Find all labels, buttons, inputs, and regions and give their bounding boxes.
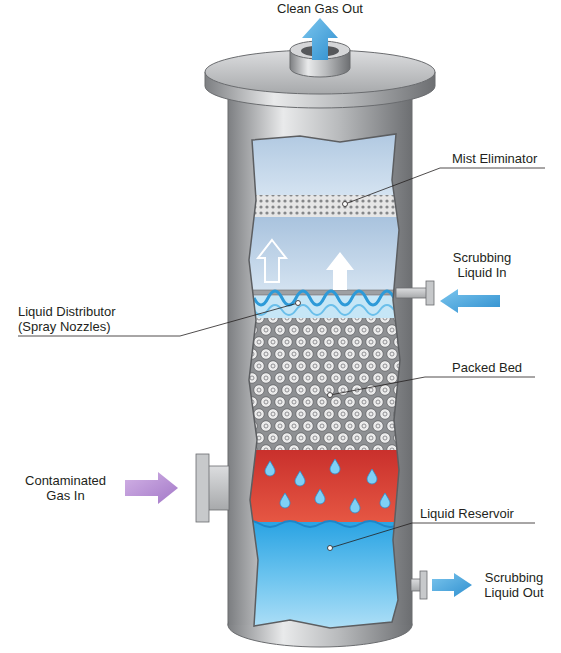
liquid-surface	[240, 521, 420, 527]
liquid-inlet-flange	[426, 281, 434, 305]
liquid-in-arrow	[440, 289, 500, 313]
leader-line	[345, 168, 545, 204]
gas-inlet-zone	[240, 450, 410, 528]
droplet	[295, 471, 305, 486]
upper-gas-space	[240, 120, 410, 200]
gas-flow-arrow	[326, 252, 354, 290]
leader-dot	[328, 393, 333, 398]
droplet	[280, 493, 290, 508]
spray-pattern	[254, 305, 394, 315]
gas-out-arrow	[302, 18, 338, 60]
leader-dot	[343, 202, 348, 207]
liquid-outlet-flange	[420, 571, 427, 599]
mist-eliminator-pad	[240, 195, 410, 217]
flow-label: Scrubbing Liquid Out	[474, 570, 554, 600]
part-label: Liquid Reservoir	[420, 506, 540, 521]
droplet	[315, 489, 325, 504]
gas-in-arrow	[125, 472, 178, 504]
gas-flow-arrow	[258, 240, 286, 282]
droplet	[330, 459, 340, 474]
leader-line	[18, 303, 298, 336]
leader-line	[330, 377, 535, 395]
gas-space	[240, 217, 410, 297]
leader-line	[330, 523, 535, 548]
flow-label: Scrubbing Liquid In	[442, 250, 522, 280]
droplet	[350, 498, 360, 513]
part-label: Mist Eliminator	[452, 151, 557, 166]
cutaway-interior	[240, 120, 420, 632]
gas-inlet-pipe	[208, 466, 229, 510]
leader-dot	[328, 546, 333, 551]
droplet	[380, 493, 390, 508]
liquid-pool	[240, 522, 410, 632]
flow-label: Contaminated Gas In	[18, 473, 113, 503]
part-label: Liquid Distributor (Spray Nozzles)	[18, 304, 143, 334]
part-label: Packed Bed	[452, 360, 552, 375]
liquid-inlet-pipe	[396, 288, 428, 298]
liquid-outlet-pipe	[411, 579, 421, 591]
cutaway-edge	[249, 134, 400, 628]
droplet	[367, 469, 377, 484]
gas-inlet-flange	[196, 454, 209, 522]
spray-pattern	[254, 291, 394, 305]
droplet	[265, 461, 275, 476]
flow-label: Clean Gas Out	[245, 1, 395, 16]
liquid-out-arrow	[432, 573, 472, 597]
leader-dot	[296, 301, 301, 306]
